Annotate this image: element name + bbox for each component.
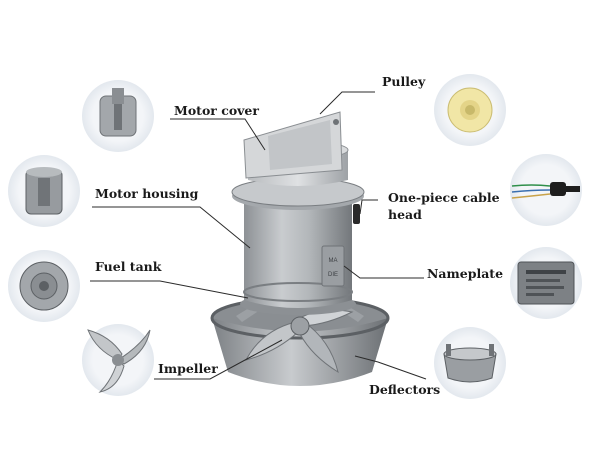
leader-cable-head (359, 199, 378, 215)
label-pulley: Pulley (382, 74, 426, 89)
thumbnail-cable-head (510, 154, 582, 226)
thumbnail-pulley (434, 74, 506, 146)
thumbnail-motor-housing (8, 155, 80, 227)
impeller-hub (290, 316, 310, 336)
label-cable-head-line1: One-piece cable (388, 190, 500, 205)
label-nameplate: Nameplate (427, 266, 504, 281)
nameplate-mark-2: DIE (328, 272, 338, 278)
main-mixer: MA DIE (210, 111, 390, 386)
nameplate-thumb-icon (517, 261, 575, 305)
impeller-thumb-icon (87, 329, 151, 393)
thumbnail-nameplate (510, 247, 582, 319)
leader-nameplate (343, 265, 424, 279)
leader-motor-housing (92, 206, 251, 249)
lifting-plate-shadow (268, 120, 332, 170)
label-motor-housing: Motor housing (95, 186, 199, 201)
housing-nameplate (321, 245, 345, 287)
cable-head-stub (353, 204, 360, 224)
thumbnail-deflectors (434, 327, 506, 399)
cable-head-thumb-icon (511, 182, 580, 199)
thumbnail-fuel-tank (8, 250, 80, 322)
thumbnail-motor-cover (82, 80, 154, 152)
thumbnail-impeller (82, 324, 154, 396)
deflectors-thumb-icon (443, 344, 497, 383)
nameplate-mark-1: MA (329, 258, 338, 264)
label-cable-head-line2: head (388, 207, 422, 222)
housing-lower-band (243, 282, 353, 302)
leader-fuel-tank (90, 280, 249, 299)
lifting-plate-bolt (333, 119, 339, 125)
label-motor-cover: Motor cover (174, 103, 259, 118)
label-impeller: Impeller (158, 361, 218, 376)
leader-impeller (154, 339, 283, 380)
label-fuel-tank: Fuel tank (95, 259, 162, 274)
impeller-blade-2 (299, 321, 339, 374)
leader-deflectors (354, 355, 427, 380)
label-deflectors: Deflectors (369, 382, 441, 397)
leader-lines (90, 91, 427, 380)
leader-pulley (319, 91, 375, 115)
leader-motor-cover (170, 118, 266, 151)
